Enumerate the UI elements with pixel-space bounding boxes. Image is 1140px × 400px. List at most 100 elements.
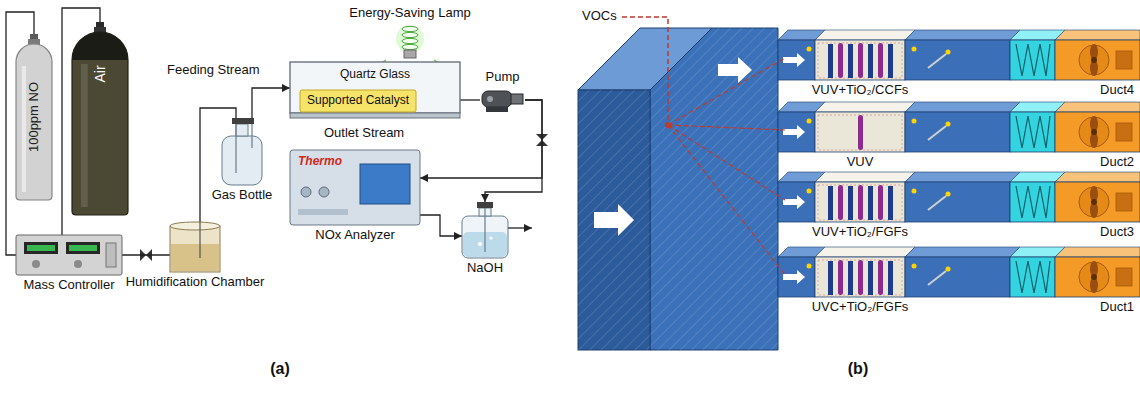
stream-label: Feeding Stream [165, 63, 262, 78]
voc-line [622, 17, 668, 125]
plenum-top [578, 28, 712, 90]
lamp-outline [395, 24, 425, 58]
mass-controller: Mass Controller [16, 235, 122, 275]
label-holder: (a) [268, 360, 292, 378]
gas-bottle: Gas Bottle [222, 118, 262, 185]
flask-part [222, 136, 262, 185]
text-holder: VUV+TiO₂/CCFs [812, 83, 909, 98]
text-holder: Duct1 [1100, 300, 1134, 315]
beaker-part [171, 244, 219, 271]
jar-part [478, 242, 482, 246]
node-label: Duct1 [1100, 300, 1134, 315]
gas-cylinder: 100ppm NO [16, 34, 52, 200]
lamp-part [402, 26, 418, 31]
node-label: Duct2 [1100, 155, 1134, 170]
text-holder: NOx Analyzer [315, 228, 394, 243]
label-holder: (b) [846, 360, 870, 378]
analyzer-part [298, 209, 348, 215]
node-label: VUV [847, 155, 874, 170]
duct-body [778, 172, 1140, 222]
flow-line [485, 100, 542, 202]
pump-part [482, 91, 512, 107]
plate-part [290, 113, 460, 118]
node-label: NOx Analyzer [315, 228, 394, 243]
duct-body [778, 247, 1140, 297]
text-holder: Energy-Saving Lamp [349, 6, 470, 21]
analyzer-part [290, 150, 420, 225]
beaker-part [170, 222, 220, 230]
flask-part [235, 118, 236, 173]
gas-bottle-outline [222, 118, 262, 185]
beaker-part [199, 222, 200, 258]
stream-label: Outlet Stream [322, 126, 406, 141]
flow-line [122, 254, 170, 255]
analyzer-part [319, 187, 329, 197]
beaker-part [170, 226, 220, 272]
pump-part [487, 96, 493, 102]
mass-controller-outline [16, 235, 122, 275]
cylGrey-part [16, 44, 52, 200]
node-label: VUV+TiO₂/CCFs [812, 83, 909, 98]
label-holder: Feeding Stream [165, 63, 262, 78]
node-label: Humidification Chamber [126, 275, 265, 290]
text-holder: 100ppm NO [27, 82, 42, 152]
text-holder: Quartz Glass [340, 68, 410, 82]
drawing-part [6, 8, 542, 255]
vuv-lamp [858, 115, 863, 150]
duct: UVC+TiO₂/FGFs Duct1 [778, 247, 1140, 315]
node-label: Mass Controller [23, 278, 114, 293]
inlet-label: VOCs [580, 9, 619, 24]
mfc-part [32, 260, 40, 268]
text-holder: VUV [847, 155, 874, 170]
analyzer: ThermoNOx Analyzer [290, 150, 420, 225]
catalyst-layer: Supported Catalyst [300, 90, 416, 112]
text-holder: Air [92, 65, 108, 82]
flow-line [420, 215, 462, 236]
gas-cylinder-outline [72, 22, 128, 215]
flow-line [460, 99, 480, 100]
voc-line [668, 58, 785, 275]
mfc-part [24, 242, 58, 254]
air-arrow [594, 204, 634, 236]
lamp-filter-set [828, 260, 893, 295]
cylAir-part [81, 64, 88, 207]
mfc-part [69, 245, 97, 251]
humidifier-outline [170, 222, 220, 272]
text-holder: Thermo [298, 155, 342, 169]
node-label: Supported Catalyst [307, 94, 409, 108]
text-holder: Duct4 [1100, 83, 1134, 98]
flow-line [252, 88, 290, 118]
node-label: UVC+TiO₂/FGFs [812, 300, 909, 315]
mfc-part [106, 243, 116, 267]
cylAir-part [72, 32, 128, 60]
node-label: Air [92, 65, 108, 82]
node-label: Energy-Saving Lamp [349, 6, 470, 21]
lamp-part [396, 25, 424, 53]
jar-part [477, 202, 493, 208]
label-holder: Outlet Stream [322, 126, 406, 141]
node-label: Gas Bottle [212, 188, 273, 203]
pump-part [511, 94, 523, 104]
panel-label: (a) [268, 360, 292, 378]
text-holder: VUV+TiO₂/FGFs [812, 225, 908, 240]
node-label: Thermo [298, 155, 342, 169]
text-holder: NaOH [467, 261, 503, 276]
absorber-bottle-outline [462, 202, 508, 258]
mfc-part [16, 235, 122, 275]
node-label: NaOH [467, 261, 503, 276]
analyzer-part [301, 187, 311, 197]
duct-body [778, 102, 1140, 152]
flask-part [236, 124, 248, 136]
duct: VUV Duct2 [778, 102, 1140, 170]
text-holder: Gas Bottle [212, 188, 273, 203]
gas-cylinder: Air [72, 22, 128, 215]
lamp-part [402, 38, 418, 43]
node-label: 100ppm NO [27, 82, 42, 152]
lamp-part [402, 32, 418, 37]
panel-label: (b) [846, 360, 870, 378]
duct: VUV+TiO₂/CCFs Duct4 [778, 30, 1140, 98]
lamp-filter-set [828, 43, 893, 78]
